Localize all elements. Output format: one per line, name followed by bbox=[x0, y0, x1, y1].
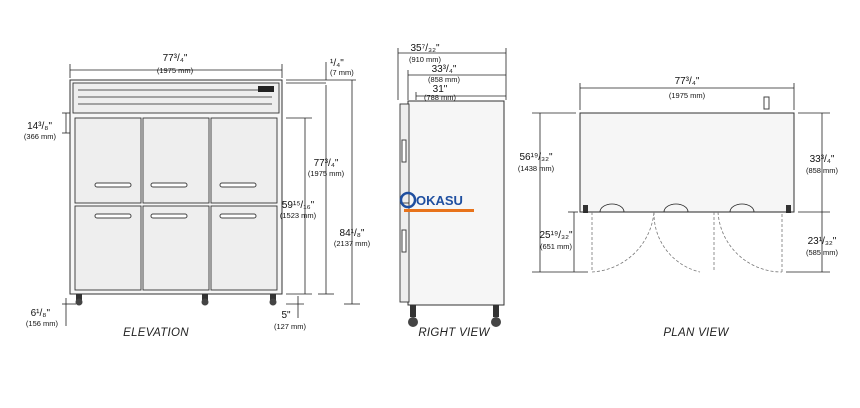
handle bbox=[219, 182, 257, 188]
door-upper-middle bbox=[142, 117, 210, 204]
elevation-badge bbox=[258, 86, 274, 92]
upper-door-mm: (366 mm) bbox=[24, 132, 57, 141]
handle bbox=[219, 213, 257, 219]
caster bbox=[75, 298, 83, 306]
plan-view: 77³/₄" (1975 mm) 56¹⁹/₃₂" (1438 mm) 25¹⁹… bbox=[518, 76, 839, 339]
door-width-mm: (585 mm) bbox=[806, 248, 839, 257]
top-gap-in: ¹/₄" bbox=[330, 58, 344, 69]
overall-height-in: 84¹/₈" bbox=[340, 228, 365, 239]
right-view: OKASU 35⁷/₃₂" (910 mm) 33³/₄" (858 mm) 3… bbox=[397, 43, 507, 339]
door-lower-middle bbox=[142, 205, 210, 291]
watermark-logo: OKASU bbox=[399, 191, 474, 212]
leg-height-in: 6¹/₈" bbox=[31, 308, 51, 319]
body-depth-in: 33³/₄" bbox=[810, 154, 835, 165]
elevation-view: 77³/₄" (1975 mm) ¹/₄" (7 mm) 14³/₈" (366… bbox=[24, 53, 371, 339]
swing-arc bbox=[717, 211, 783, 273]
swing-in: 25¹⁹/₃₂" bbox=[539, 230, 572, 241]
depth-body-in: 33³/₄" bbox=[432, 64, 457, 75]
elevation-label: ELEVATION bbox=[123, 327, 189, 339]
door-height-in: 59¹⁵/₁₆" bbox=[282, 200, 315, 211]
door-lower-right bbox=[210, 205, 278, 291]
caster-mm: (127 mm) bbox=[274, 322, 307, 331]
depth-inner-mm: (788 mm) bbox=[424, 93, 457, 102]
body-depth-mm: (858 mm) bbox=[806, 166, 839, 175]
swing-arc bbox=[653, 211, 715, 273]
depth-inner-in: 31" bbox=[433, 84, 448, 95]
elev-width-in: 77³/₄" bbox=[163, 53, 188, 64]
plan-view-label: PLAN VIEW bbox=[663, 327, 729, 339]
handle bbox=[94, 182, 132, 188]
caster bbox=[201, 298, 209, 306]
plan-width-in: 77³/₄" bbox=[675, 76, 700, 87]
handle bbox=[150, 213, 188, 219]
door-height-mm: (1523 mm) bbox=[280, 211, 317, 220]
open-depth-in: 56¹⁹/₃₂" bbox=[519, 152, 552, 163]
door-upper-right bbox=[210, 117, 278, 204]
plan-fitting bbox=[763, 96, 770, 110]
overall-height-mm: (2137 mm) bbox=[334, 239, 371, 248]
right-view-label: RIGHT VIEW bbox=[418, 327, 490, 339]
caster bbox=[269, 298, 277, 306]
right-cabinet bbox=[407, 100, 505, 306]
cabinet-height-in: 77³/₄" bbox=[314, 158, 339, 169]
handle bbox=[401, 229, 407, 253]
depth-overall-mm: (910 mm) bbox=[409, 55, 442, 64]
handle bbox=[401, 139, 407, 163]
leg-height-mm: (156 mm) bbox=[26, 319, 59, 328]
swing-mm: (651 mm) bbox=[540, 242, 573, 251]
elevation-grille bbox=[72, 82, 280, 114]
caster-in: 5" bbox=[281, 310, 291, 321]
upper-door-in: 14³/₈" bbox=[27, 121, 52, 132]
caster bbox=[408, 317, 418, 327]
door-upper-left bbox=[74, 117, 142, 204]
plan-cabinet bbox=[579, 112, 795, 213]
handle bbox=[94, 213, 132, 219]
plan-width-mm: (1975 mm) bbox=[669, 91, 706, 100]
handle bbox=[150, 182, 188, 188]
open-depth-mm: (1438 mm) bbox=[518, 164, 555, 173]
watermark-text: OKASU bbox=[416, 193, 463, 208]
cabinet-height-mm: (1975 mm) bbox=[308, 169, 345, 178]
door-lower-left bbox=[74, 205, 142, 291]
top-gap-mm: (7 mm) bbox=[330, 68, 354, 77]
depth-overall-in: 35⁷/₃₂" bbox=[410, 43, 439, 54]
door-width-in: 23¹/₃₂" bbox=[808, 236, 837, 247]
caster bbox=[491, 317, 501, 327]
elev-width-mm: (1975 mm) bbox=[157, 66, 194, 75]
swing-arc bbox=[591, 211, 655, 273]
depth-body-mm: (858 mm) bbox=[428, 75, 461, 84]
